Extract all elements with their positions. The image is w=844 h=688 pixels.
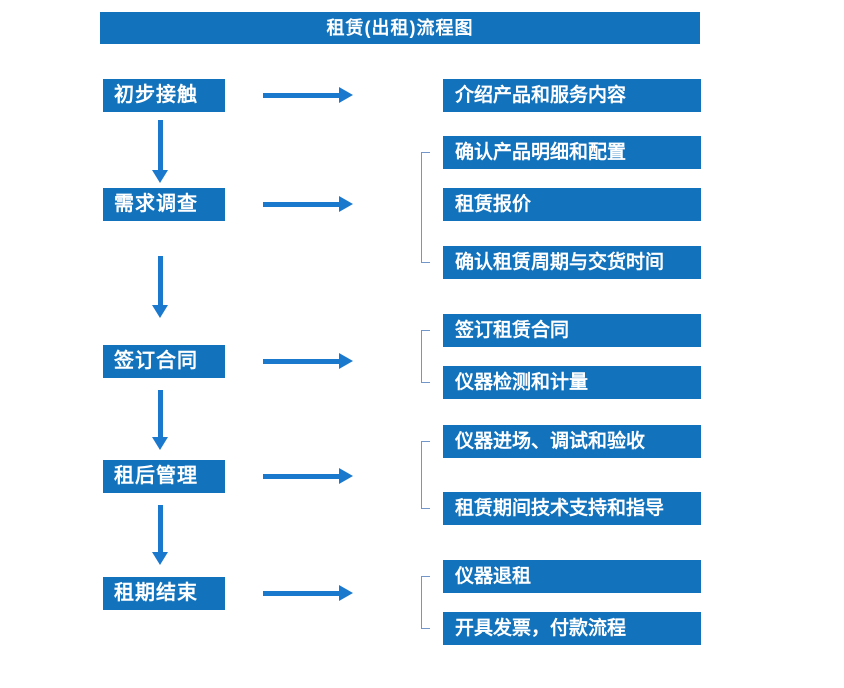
- arrow-right-icon: [263, 87, 353, 104]
- output-box-instrument-testing: 仪器检测和计量: [443, 366, 701, 399]
- arrow-right-icon: [263, 468, 353, 485]
- group-bracket-icon: [421, 441, 430, 509]
- arrow-down-icon: [152, 505, 169, 565]
- arrow-down-icon: [152, 256, 169, 318]
- group-bracket-icon: [421, 576, 430, 629]
- arrow-down-icon: [152, 120, 169, 183]
- page-title: 租赁(出租)流程图: [100, 12, 700, 44]
- stage-box-demand-survey: 需求调查: [103, 188, 225, 221]
- group-bracket-icon: [421, 330, 430, 383]
- stage-box-rental-end: 租期结束: [103, 577, 225, 610]
- output-box-tech-support: 租赁期间技术支持和指导: [443, 492, 701, 525]
- arrow-down-icon: [152, 390, 169, 450]
- output-box-confirm-details: 确认产品明细和配置: [443, 136, 701, 169]
- arrow-right-icon: [263, 196, 353, 213]
- arrow-right-icon: [263, 353, 353, 370]
- arrow-right-icon: [263, 585, 353, 602]
- output-box-rental-quote: 租赁报价: [443, 188, 701, 221]
- output-box-introduce-products: 介绍产品和服务内容: [443, 79, 701, 112]
- stage-box-sign-contract: 签订合同: [103, 345, 225, 378]
- stage-box-initial-contact: 初步接触: [103, 79, 225, 112]
- stage-box-post-rental-management: 租后管理: [103, 460, 225, 493]
- output-box-sign-rental-contract: 签订租赁合同: [443, 314, 701, 347]
- output-box-instrument-entry: 仪器进场、调试和验收: [443, 425, 701, 458]
- output-box-instrument-return: 仪器退租: [443, 560, 701, 593]
- output-box-invoice-payment: 开具发票，付款流程: [443, 612, 701, 645]
- output-box-confirm-period: 确认租赁周期与交货时间: [443, 246, 701, 279]
- group-bracket-icon: [421, 152, 430, 263]
